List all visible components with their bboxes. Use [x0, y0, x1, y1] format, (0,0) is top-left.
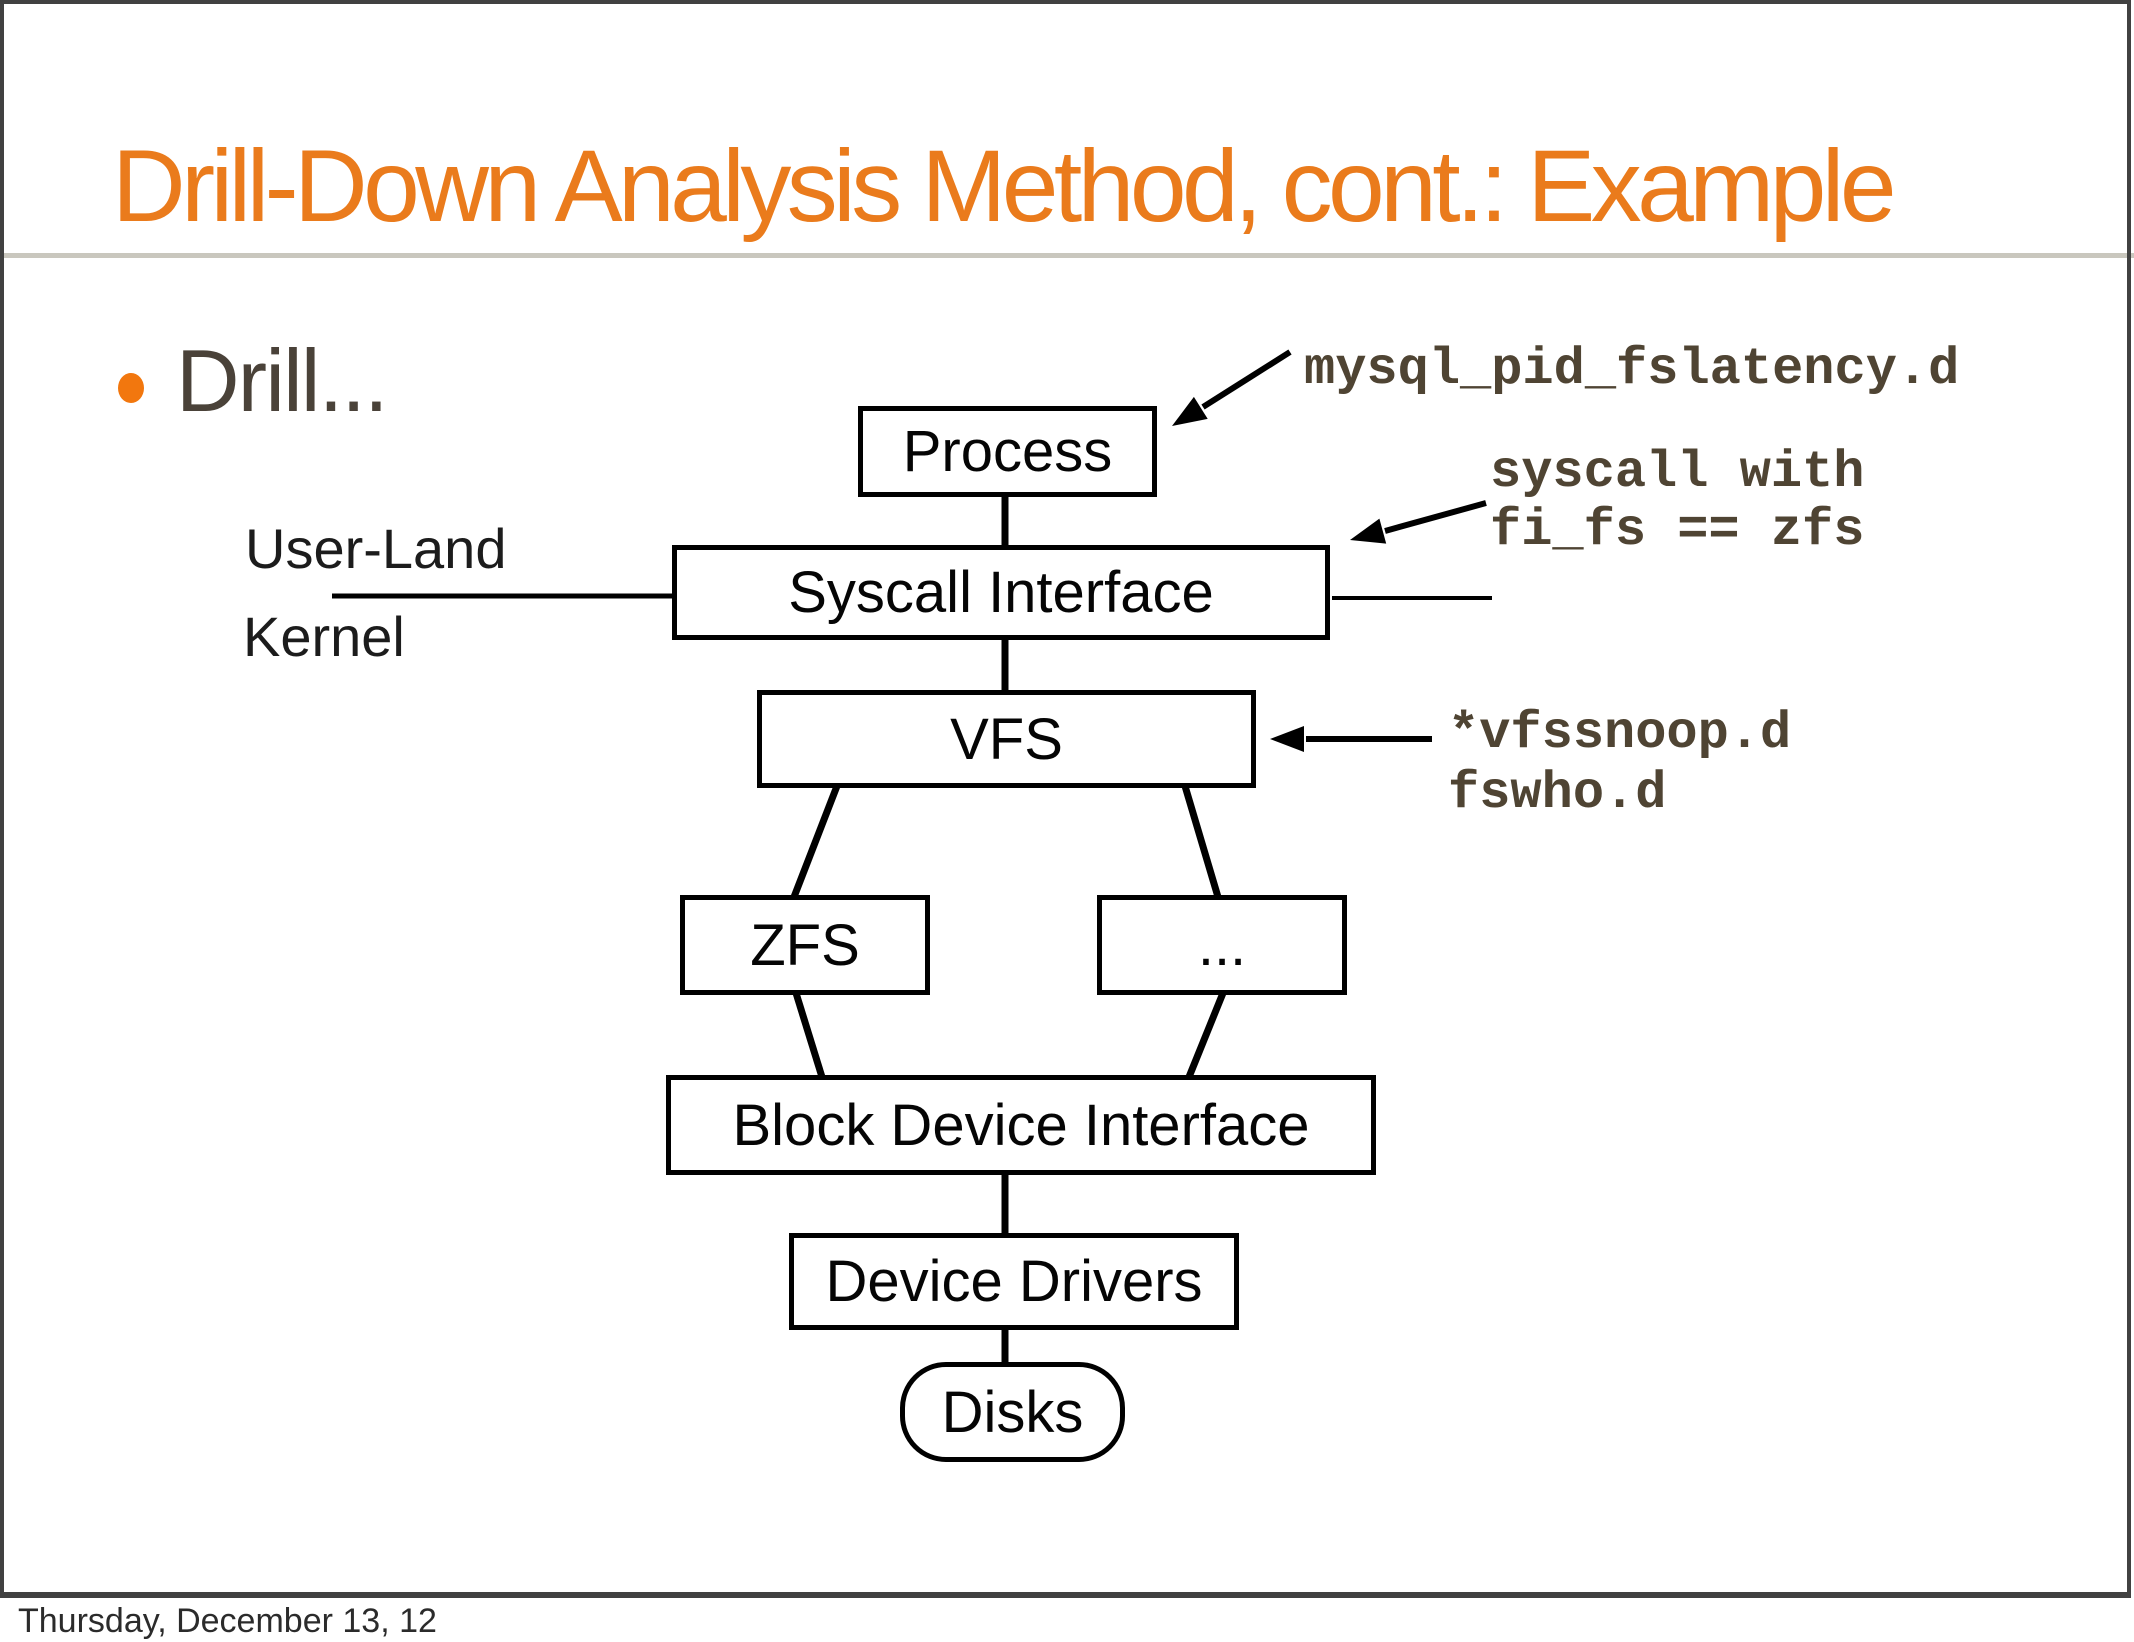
- node-process: Process: [858, 406, 1157, 497]
- node-other-filesystems-label: ...: [1197, 912, 1247, 978]
- annotation-arrow-process: [1172, 349, 1292, 426]
- node-device-drivers-label: Device Drivers: [825, 1249, 1203, 1314]
- node-syscall-interface: Syscall Interface: [672, 545, 1330, 640]
- userland-label: User-Land: [245, 517, 507, 580]
- connector-zfs-bdi: [792, 991, 826, 1079]
- annotation-mysql-script: mysql_pid_fslatency.d: [1304, 341, 1959, 399]
- node-disks: Disks: [900, 1362, 1125, 1462]
- node-disks-label: Disks: [941, 1379, 1084, 1445]
- node-process-label: Process: [902, 419, 1113, 484]
- arrow-head: [1270, 726, 1304, 752]
- annotation-line: *vfssnoop.d: [1448, 704, 1792, 763]
- footer-date: Thursday, December 13, 12: [18, 1602, 437, 1640]
- annotation-line: mysql_pid_fslatency.d: [1304, 340, 1960, 399]
- node-vfs-label: VFS: [950, 706, 1063, 772]
- node-block-device-interface-label: Block Device Interface: [732, 1092, 1310, 1158]
- annotation-vfs-scripts: *vfssnoop.d fswho.d: [1448, 704, 1791, 824]
- slide-title: Drill-Down Analysis Method, cont.: Examp…: [112, 129, 1897, 243]
- node-block-device-interface: Block Device Interface: [666, 1075, 1376, 1175]
- connector-vfs-zfs: [790, 784, 841, 899]
- annotation-line: syscall with: [1490, 443, 1865, 502]
- node-zfs-label: ZFS: [750, 912, 860, 978]
- node-other-filesystems: ...: [1097, 895, 1347, 995]
- arrow-shaft: [1384, 500, 1487, 534]
- annotation-syscall-filter: syscall with fi_fs == zfs: [1490, 444, 1864, 560]
- node-vfs: VFS: [757, 690, 1256, 788]
- bullet-text: Drill...: [176, 331, 389, 430]
- node-syscall-interface-label: Syscall Interface: [788, 560, 1214, 625]
- node-device-drivers: Device Drivers: [789, 1233, 1239, 1330]
- connector-lines: [790, 495, 1227, 1364]
- bullet-dot-icon: [118, 373, 144, 403]
- kernel-label: Kernel: [243, 605, 405, 668]
- connector-otherfs-bdi: [1185, 991, 1227, 1079]
- annotation-arrow-vfs: [1270, 726, 1432, 752]
- annotation-arrow-syscall: [1350, 500, 1487, 544]
- annotation-line: fswho.d: [1448, 764, 1667, 823]
- arrow-head: [1350, 518, 1387, 544]
- connector-vfs-otherfs: [1181, 785, 1222, 898]
- arrow-head: [1172, 396, 1208, 426]
- node-zfs: ZFS: [680, 895, 930, 995]
- bullet-item: Drill...: [118, 330, 389, 432]
- annotation-line: fi_fs == zfs: [1490, 501, 1865, 560]
- arrow-shaft: [1201, 349, 1292, 410]
- title-divider-line: [0, 253, 2134, 258]
